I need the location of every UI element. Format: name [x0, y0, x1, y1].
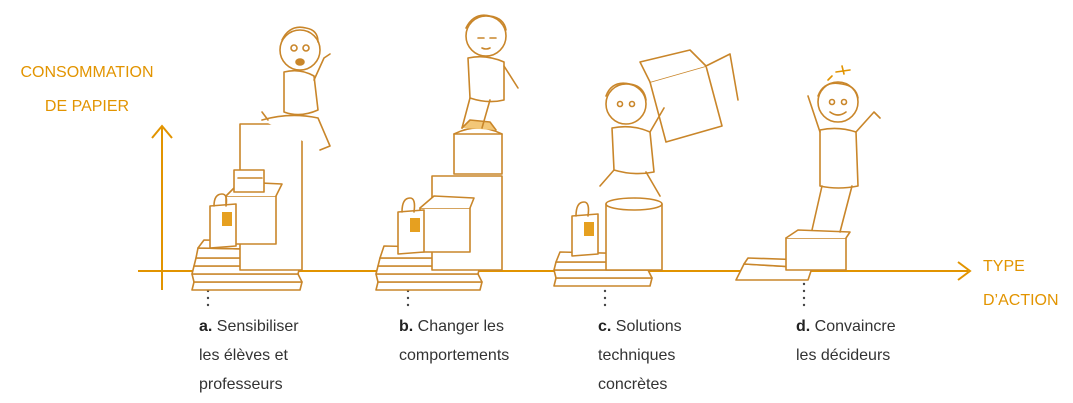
caption-b-line1: Changer les — [417, 318, 504, 335]
scene-b — [375, 14, 519, 291]
y-axis-label-line1: CONSOMMATION — [20, 64, 154, 81]
caption-c-line3: concrètes — [598, 376, 668, 393]
y-axis-label-line2: DE PAPIER — [44, 98, 130, 115]
caption-a-line2: les élèves et — [199, 347, 288, 364]
caption-b: b. Changer les comportements — [399, 312, 579, 370]
x-axis-arrow — [957, 261, 972, 281]
caption-a-letter: a. — [199, 318, 213, 335]
caption-c: c. Solutions techniques concrètes — [598, 312, 748, 399]
caption-c-letter: c. — [598, 318, 612, 335]
small-box-d — [785, 237, 847, 271]
caption-b-line2: comportements — [399, 347, 510, 364]
caption-a-line3: professeurs — [199, 376, 283, 393]
x-axis-label: TYPE D’ACTION — [983, 250, 1063, 318]
kid-a — [261, 26, 331, 151]
caption-d-letter: d. — [796, 318, 811, 335]
kid-b — [461, 14, 519, 129]
caption-a: a. Sensibiliser les élèves et professeur… — [199, 312, 359, 399]
y-axis-label: CONSOMMATION DE PAPIER — [8, 56, 166, 124]
scene-d — [735, 65, 881, 281]
caption-d-line1: Convaincre — [814, 318, 896, 335]
bin-c — [605, 203, 663, 271]
caption-c-line1: Solutions — [615, 318, 682, 335]
box-a2 — [233, 169, 265, 193]
box-b1 — [419, 207, 471, 253]
scene-c — [553, 49, 739, 287]
cardboard-box-c — [639, 49, 739, 143]
cake-b — [453, 133, 503, 175]
y-axis-arrow — [151, 124, 173, 139]
caption-a-line1: Sensibiliser — [216, 318, 299, 335]
scene-a — [191, 26, 331, 291]
caption-c-line2: techniques — [598, 347, 676, 364]
caption-b-letter: b. — [399, 318, 414, 335]
x-axis-label-line1: TYPE — [983, 258, 1025, 275]
x-axis-label-line2: D’ACTION — [983, 292, 1059, 309]
caption-d-line2: les décideurs — [796, 347, 891, 364]
kid-d — [807, 65, 881, 233]
caption-d: d. Convaincre les décideurs — [796, 312, 956, 370]
kid-c — [599, 82, 665, 197]
